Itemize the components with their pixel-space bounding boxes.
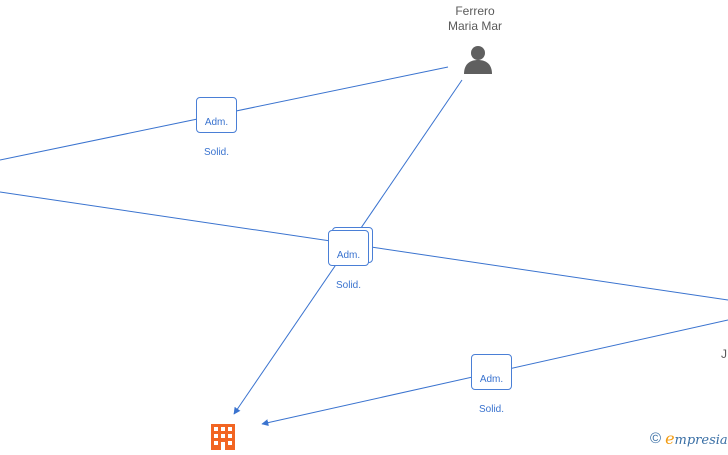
building-icon[interactable] — [211, 424, 235, 455]
brand-logo[interactable]: empresia — [665, 429, 728, 448]
edge-badge-line2: Solid. — [478, 404, 504, 415]
copyright-icon: © — [650, 429, 662, 447]
brand-logo-text: mpresia — [674, 432, 728, 448]
edge-badge-bottom-right[interactable]: Adm. Solid. — [471, 354, 512, 415]
edge-badge-line1: Adm. — [204, 117, 229, 128]
brand-logo-initial: e — [665, 428, 675, 448]
edge-badge-line2: Solid. — [203, 147, 229, 158]
edge-badge-line2: Solid. — [335, 280, 361, 291]
edge-badge-line1: Adm. — [479, 374, 504, 385]
person-icon[interactable] — [462, 44, 494, 79]
right-node-label-partial[interactable]: J — [721, 347, 727, 361]
edge-badge-line1: Adm. — [336, 250, 361, 261]
edge-badge-top-left[interactable]: Adm. Solid. — [196, 97, 237, 158]
edge-badge-center[interactable]: Adm. Solid. — [328, 230, 369, 291]
copyright-footer: © empresia — [650, 428, 728, 448]
person-node-label[interactable]: Lozano Ferrero Maria Mar — [447, 0, 502, 33]
